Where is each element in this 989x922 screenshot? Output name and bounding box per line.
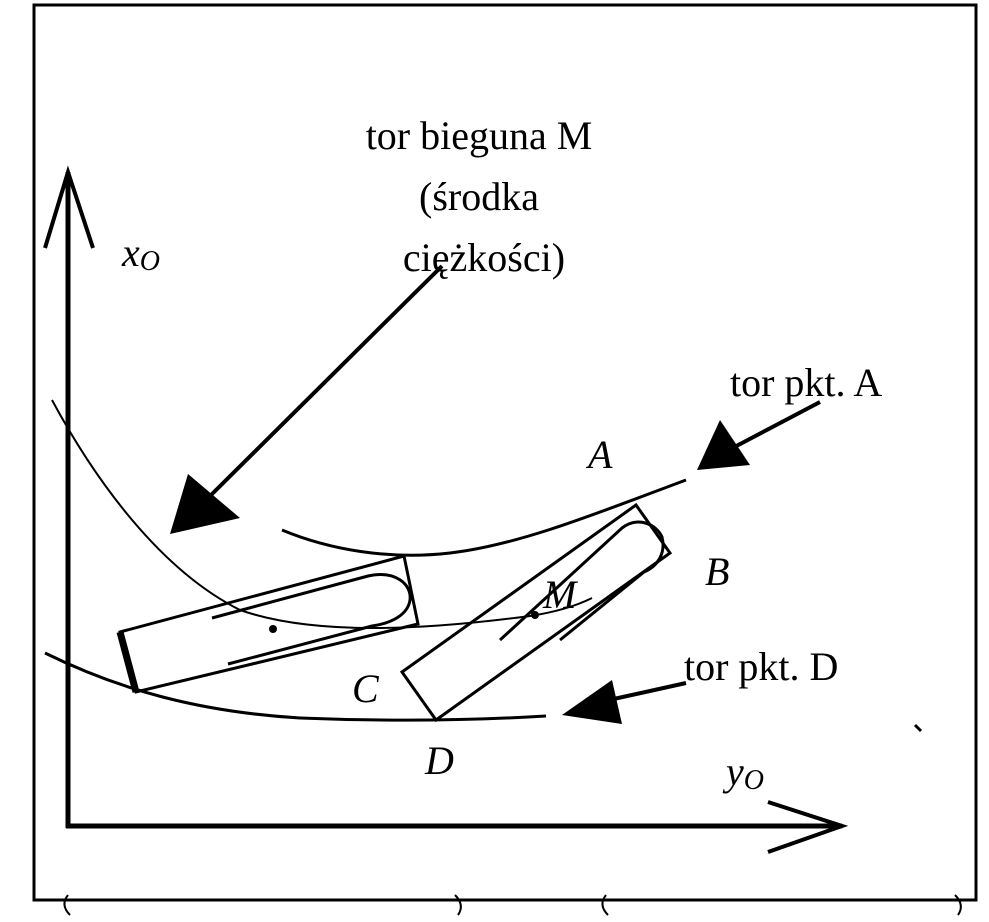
body-position-1 [116,554,420,694]
pole-dot-position-2 [531,611,539,619]
point-c-label: C [352,666,380,711]
pole-path-label-line-3: ciężkości) [403,235,565,280]
horizontal-axis-label: yO [722,749,764,796]
vertical-axis [43,165,95,828]
body-position-2 [399,502,673,723]
scan-speck [913,723,923,733]
point-d-annotation-arrow [562,680,687,724]
point-b-label: B [705,549,729,594]
frame-border [32,3,978,902]
point-d-path-label: tor pkt. D [684,644,838,689]
point-d-label: D [424,738,454,783]
point-m-label: M [542,572,579,617]
scan-artifact-bracket [954,894,962,916]
pole-annotation-arrow [170,264,444,534]
pole-m-trajectory [51,399,593,629]
scan-artifact-bracket [454,894,462,916]
pole-dot-position-1 [269,625,277,633]
point-a-trajectory [281,478,687,557]
pole-path-label-line-2: (środka [419,174,539,219]
pole-path-label: tor bieguna M (środka ciężkości) [366,113,603,280]
point-a-annotation-arrow [697,400,821,470]
scan-artifact-bracket [601,894,609,916]
scan-artifact-bracket [63,894,71,916]
point-a-label: A [585,432,613,477]
horizontal-axis [66,800,849,854]
point-d-trajectory [44,651,547,722]
vertical-axis-label: xO [121,230,160,277]
point-a-path-label: tor pkt. A [730,360,882,405]
pole-path-label-line-1: tor bieguna M [366,113,593,158]
